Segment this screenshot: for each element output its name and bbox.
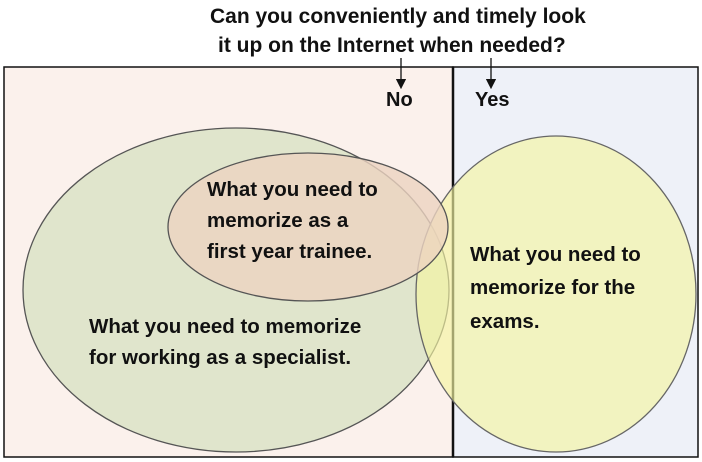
trainee-ellipse	[167, 152, 449, 302]
specialist-text-line-1: What you need to memorize	[89, 315, 361, 338]
diagram-question: Can you conveniently and timely look it …	[150, 2, 702, 60]
exams-text-line-2: memorize for the	[470, 276, 635, 299]
exams-ellipse	[415, 135, 697, 453]
specialist-text-line-2: for working as a specialist.	[89, 346, 351, 369]
yes-label: Yes	[475, 89, 509, 111]
question-line-1: Can you conveniently and timely look	[210, 5, 586, 28]
trainee-text-line-2: memorize as a	[207, 209, 349, 232]
exams-text-line-3: exams.	[470, 310, 540, 333]
exams-text-line-1: What you need to	[470, 243, 641, 266]
trainee-text-line-3: first year trainee.	[207, 240, 372, 263]
no-label: No	[386, 89, 413, 111]
trainee-text-line-1: What you need to	[207, 178, 378, 201]
question-line-2: it up on the Internet when needed?	[218, 34, 566, 57]
